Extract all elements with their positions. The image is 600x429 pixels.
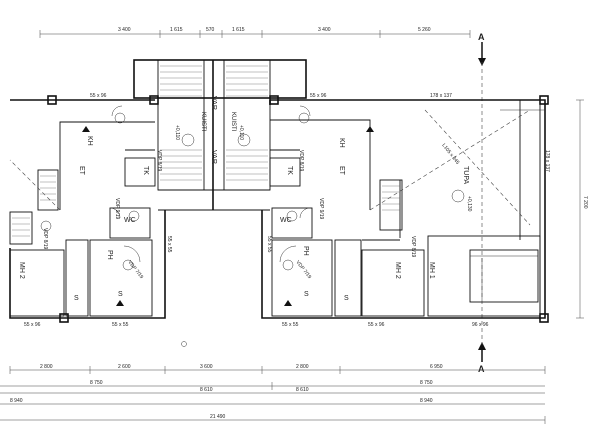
dim-b2-1: 8 750 [90, 380, 103, 386]
wc-left-label: WC [124, 217, 136, 224]
window-left-top: 55 x 96 [90, 93, 107, 99]
beam-label: L105 x 245 [440, 143, 460, 166]
tupa-label: TUPA [462, 166, 469, 184]
marker-dot [181, 341, 187, 347]
s-right-a: S [304, 291, 309, 298]
dim-b1-4: 2 600 [118, 364, 131, 370]
beam-right-label: 178 x 137 [544, 150, 550, 172]
vdp-right-1: VDP 8/19 [298, 150, 304, 172]
right-unit: TUPA +0,130 L105 x 245 178 x 137 178 x 1… [261, 93, 550, 328]
tk-right-label: TK [286, 166, 293, 175]
kh-left-label: KH [86, 136, 93, 146]
kh-right-label: KH [338, 138, 345, 148]
level-right: +0,110 [238, 125, 244, 140]
window-right-bottom-1: 55 x 96 [368, 322, 385, 328]
vdp-right-4: VDP 8/19 [410, 236, 416, 258]
window-left-bottom-2: 55 x 55 [112, 322, 129, 328]
svg-text:A: A [478, 364, 485, 374]
ph-left-label: PH [106, 250, 113, 260]
mh2-right-label: MH 2 [394, 262, 401, 279]
bottom-dimension-row-1: 2 800 3 600 2 800 2 600 6 950 [9, 364, 546, 374]
ph-right-label: PH [302, 246, 309, 256]
dim-b1-3: 2 800 [296, 364, 309, 370]
dim-b2-2: 8 750 [420, 380, 433, 386]
wc-right-label: WC [280, 217, 292, 224]
vdp-left-2: VDP 9/19 [114, 198, 120, 220]
small-left-1: 55 x 55 [166, 236, 172, 253]
kuisti-left-label: KUISTI [200, 112, 206, 132]
kuisti-right-label: KUISTI [230, 112, 236, 132]
s-right-b: S [344, 295, 349, 302]
mh2-left-label: MH 2 [18, 262, 25, 279]
dim-b4-1: 8 940 [10, 398, 23, 404]
dim-total: 21 490 [210, 414, 226, 420]
dim-top-6: 5 260 [418, 27, 431, 33]
window-right-top: 55 x 96 [310, 93, 327, 99]
section-marker-bottom: A [478, 342, 486, 374]
center-storage-block: VAR VAR KUISTI KUISTI +0,110 +0,110 [133, 59, 307, 211]
window-left-bottom-1: 55 x 96 [24, 322, 41, 328]
window-right-bottom-3: 55 x 55 [282, 322, 299, 328]
dim-top-1: 3 400 [118, 27, 131, 33]
et-right-label: ET [338, 166, 345, 176]
dim-top-4: 1 615 [232, 27, 245, 33]
right-vertical-dimension: 7 200 [576, 99, 588, 319]
left-unit: MH 2 ET KH TK WC PH S S 55 x 96 55 x 96 … [9, 93, 172, 328]
dim-b3-2: 8 610 [296, 387, 309, 393]
mh1-label: MH 1 [428, 262, 435, 279]
vdp-right-3: VDP 7/19 [294, 260, 312, 281]
level-left: +0,110 [174, 125, 180, 140]
beam-top-label: 178 x 137 [430, 93, 452, 99]
svg-text:7 200: 7 200 [582, 196, 588, 209]
vdp-left-1: VDP 8/19 [156, 150, 162, 172]
dim-b4-2: 8 940 [420, 398, 433, 404]
bottom-dimension-row-3: 8 610 8 610 [0, 387, 545, 394]
s-left-b: S [74, 295, 79, 302]
var-left-label: VAR [210, 96, 217, 110]
dim-top-2: 1 615 [170, 27, 183, 33]
tupa-level: +0,130 [466, 196, 472, 212]
bottom-dimension-total: 21 490 [0, 414, 546, 424]
dim-top-3: 570 [206, 27, 215, 33]
tk-left-label: TK [142, 166, 149, 175]
var-right-label: VAR [210, 150, 217, 164]
vdp-left-4: VDP 8/19 [42, 228, 48, 250]
dim-b1-5: 6 950 [430, 364, 443, 370]
svg-text:A: A [478, 32, 485, 42]
s-left-a: S [118, 291, 123, 298]
dim-top-5: 3 400 [318, 27, 331, 33]
small-right-1: 55 x 55 [266, 236, 272, 253]
top-dimension-line: 3 400 1 615 570 1 615 3 400 5 260 [39, 27, 471, 38]
dim-b3-1: 8 610 [200, 387, 213, 393]
vdp-right-2: VDP 9/19 [318, 198, 324, 220]
et-left-label: ET [78, 166, 85, 176]
section-marker-top: A [478, 32, 486, 66]
bottom-dimension-row-2: 8 750 8 750 [0, 380, 545, 390]
window-right-bottom-2: 96 x 96 [472, 322, 489, 328]
dim-b1-1: 2 800 [40, 364, 53, 370]
bottom-dimension-row-4: 8 940 8 940 [0, 398, 545, 405]
dim-b1-2: 3 600 [200, 364, 213, 370]
